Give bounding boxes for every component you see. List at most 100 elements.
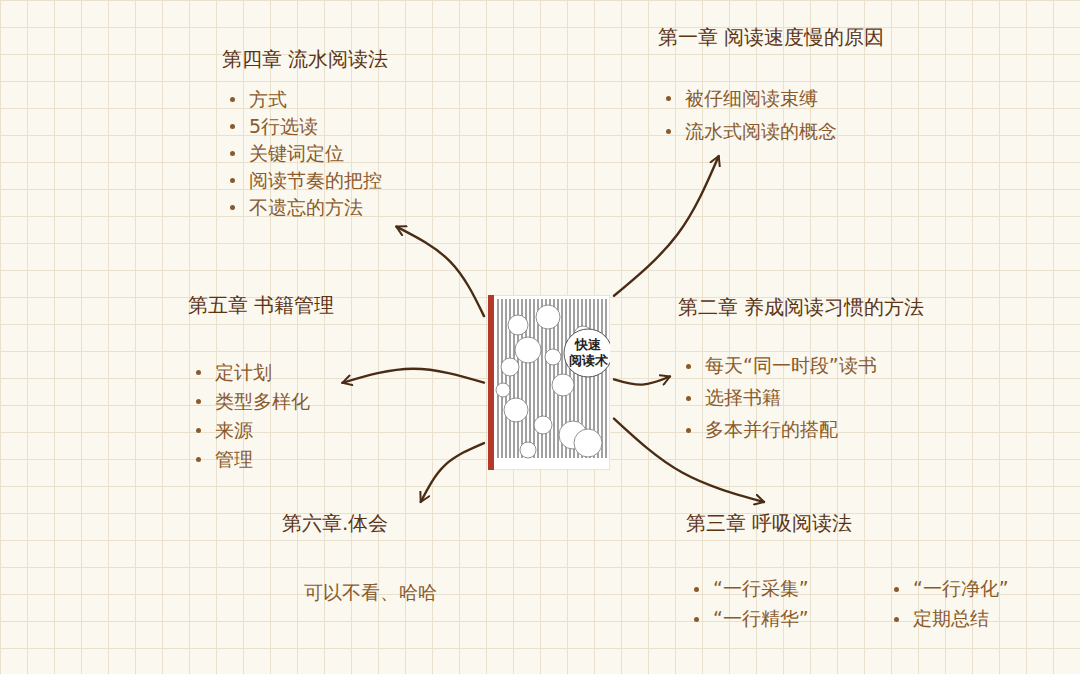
bullet-dot — [196, 457, 201, 462]
bullet-text: 管理 — [215, 447, 253, 473]
branch-arrow — [421, 443, 484, 502]
bullet-dot — [686, 364, 691, 369]
bullet-text: 多本并行的搭配 — [705, 417, 838, 443]
chapter-heading: 第二章 养成阅读习惯的方法 — [678, 294, 924, 320]
grid-line — [216, 0, 217, 674]
bullet-list: 方式5行选读关键词定位阅读节奏的把控不遗忘的方法 — [222, 86, 388, 221]
bullet-text: 选择书籍 — [705, 385, 781, 411]
grid-line — [0, 189, 1080, 190]
bullet-dot — [686, 428, 691, 433]
bullet-text: 可以不看、哈哈 — [304, 580, 437, 606]
chapter-branch: 第二章 养成阅读习惯的方法每天“同一时段”读书选择书籍多本并行的搭配 — [678, 294, 924, 446]
grid-line — [864, 0, 865, 674]
grid-line — [405, 0, 406, 674]
grid-line — [81, 0, 82, 674]
bullet-list: 被仔细阅读束缚流水式阅读的概念 — [658, 82, 884, 148]
bullet-dot — [694, 617, 699, 622]
grid-line — [378, 0, 379, 674]
bullet-item: 被仔细阅读束缚 — [666, 82, 884, 115]
grid-line — [918, 0, 919, 674]
bullet-item: 可以不看、哈哈 — [304, 578, 437, 608]
bullet-item: 选择书籍 — [686, 382, 924, 414]
chapter-heading: 第五章 书籍管理 — [188, 292, 334, 318]
grid-line — [675, 0, 676, 674]
bullet-item: 阅读节奏的把控 — [230, 167, 388, 194]
bullet-list: 定计划类型多样化来源管理 — [188, 358, 334, 474]
chapter-branch: 第五章 书籍管理定计划类型多样化来源管理 — [188, 292, 334, 474]
bullet-dot — [686, 396, 691, 401]
bullet-item: 方式 — [230, 86, 388, 113]
bullet-dot — [230, 205, 235, 210]
book-cover: 快速 阅读术 — [488, 295, 610, 470]
grid-line — [189, 0, 190, 674]
book-title: 快速 阅读术 — [569, 337, 608, 369]
chapter-heading: 第一章 阅读速度慢的原因 — [658, 24, 884, 50]
grid-line — [351, 0, 352, 674]
bullet-item: 5行选读 — [230, 113, 388, 140]
bullet-text: 来源 — [215, 418, 253, 444]
grid-line — [0, 513, 1080, 514]
bullet-text: “一行精华” — [713, 606, 809, 632]
chapter-branch: 第六章.体会可以不看、哈哈 — [282, 510, 437, 608]
grid-line — [837, 0, 838, 674]
grid-line — [54, 0, 55, 674]
bullet-item: 流水式阅读的概念 — [666, 115, 884, 148]
bullet-item: 定期总结 — [894, 604, 1080, 634]
bullet-text: “一行采集” — [713, 576, 809, 602]
bullet-item: 关键词定位 — [230, 140, 388, 167]
bullet-text: 类型多样化 — [215, 389, 310, 415]
grid-line — [108, 0, 109, 674]
grid-line — [999, 0, 1000, 674]
bullet-text: 定期总结 — [913, 606, 989, 632]
grid-line — [0, 648, 1080, 649]
grid-line — [648, 0, 649, 674]
chapter-branch: 第一章 阅读速度慢的原因被仔细阅读束缚流水式阅读的概念 — [658, 24, 884, 148]
grid-line — [0, 243, 1080, 244]
bullet-dot — [230, 178, 235, 183]
bullet-text: “一行净化” — [913, 576, 1009, 602]
grid-line — [0, 27, 1080, 28]
grid-line — [27, 0, 28, 674]
branch-arrow — [614, 156, 719, 296]
grid-line — [243, 0, 244, 674]
bullet-list: 可以不看、哈哈 — [282, 578, 437, 608]
bullet-item: 类型多样化 — [196, 387, 334, 416]
grid-line — [0, 162, 1080, 163]
grid-line — [0, 216, 1080, 217]
chapter-heading: 第四章 流水阅读法 — [222, 46, 388, 72]
grid-line — [162, 0, 163, 674]
bullet-dot — [666, 96, 671, 101]
bullet-item: “一行精华” — [694, 604, 894, 634]
chapter-branch: 第三章 呼吸阅读法“一行采集”“一行净化”“一行精华”定期总结 — [686, 510, 1080, 634]
bullet-dot — [894, 587, 899, 592]
grid-line — [0, 0, 1, 674]
grid-line — [459, 0, 460, 674]
grid-line — [0, 135, 1080, 136]
bullet-text: 每天“同一时段”读书 — [705, 353, 877, 379]
bullet-dot — [694, 587, 699, 592]
grid-line — [0, 540, 1080, 541]
grid-line — [972, 0, 973, 674]
grid-line — [432, 0, 433, 674]
bullet-dot — [196, 370, 201, 375]
bullet-item: 定计划 — [196, 358, 334, 387]
bullet-text: 关键词定位 — [249, 141, 344, 167]
bullet-item: 管理 — [196, 445, 334, 474]
bullet-list: “一行采集” “一行净化” “一行精华” 定期总结 — [686, 574, 1080, 634]
grid-line — [891, 0, 892, 674]
grid-line — [621, 0, 622, 674]
branch-arrow — [614, 377, 670, 385]
chapter-branch: 第四章 流水阅读法方式5行选读关键词定位阅读节奏的把控不遗忘的方法 — [222, 46, 388, 221]
bullet-item: 不遗忘的方法 — [230, 194, 388, 221]
grid-line — [0, 0, 1080, 1]
bullet-list: 每天“同一时段”读书选择书籍多本并行的搭配 — [678, 350, 924, 446]
bullet-text: 流水式阅读的概念 — [685, 119, 837, 145]
grid-line — [0, 81, 1080, 82]
bullet-dot — [230, 151, 235, 156]
branch-arrow — [396, 227, 484, 317]
bullet-item: “一行采集” — [694, 574, 894, 604]
branch-arrow — [342, 369, 484, 383]
bullet-dot — [666, 129, 671, 134]
bullet-item: 来源 — [196, 416, 334, 445]
